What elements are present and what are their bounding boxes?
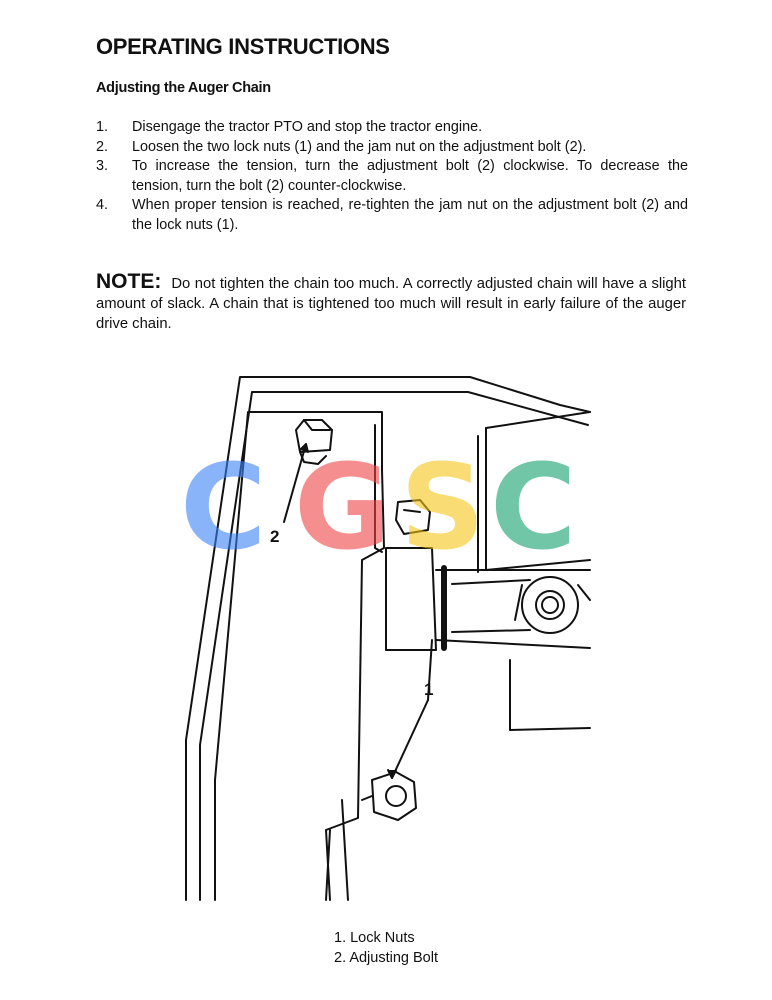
section-heading: Adjusting the Auger Chain — [96, 80, 271, 96]
watermark-letter: S — [400, 438, 485, 576]
step-number: 3. — [96, 158, 109, 175]
instruction-step: 3. To increase the tension, turn the adj… — [96, 157, 688, 196]
figure-captions: 1. Lock Nuts 2. Adjusting Bolt — [334, 928, 438, 968]
instruction-step: 2. Loosen the two lock nuts (1) and the … — [96, 138, 688, 158]
caption-adjusting-bolt: 2. Adjusting Bolt — [334, 950, 438, 966]
step-text: When proper tension is reached, re-tight… — [132, 197, 688, 233]
note-paragraph: NOTE:Do not tighten the chain too much. … — [96, 270, 686, 334]
step-number: 1. — [96, 119, 109, 135]
page-title: OPERATING INSTRUCTIONS — [96, 34, 390, 59]
callout-label-1: 1 — [424, 680, 433, 699]
instruction-steps: 1. Disengage the tractor PTO and stop th… — [96, 118, 688, 236]
instruction-step: 1. Disengage the tractor PTO and stop th… — [96, 118, 688, 138]
watermark-logo: C G S C — [180, 438, 577, 576]
auger-chain-illustration: C G S C 2 1 — [180, 376, 591, 901]
watermark-letter: G — [294, 438, 391, 576]
note-label: NOTE: — [96, 270, 162, 293]
callout-label-2: 2 — [270, 527, 279, 546]
watermark-letter: C — [490, 438, 577, 576]
step-text: To increase the tension, turn the adjust… — [132, 158, 688, 194]
watermark-letter: C — [180, 438, 267, 576]
machine-frame-drawing — [185, 376, 591, 901]
instruction-step: 4. When proper tension is reached, re-ti… — [96, 196, 688, 235]
step-number: 2. — [96, 138, 109, 155]
step-text: Loosen the two lock nuts (1) and the jam… — [132, 138, 587, 155]
note-text: Do not tighten the chain too much. A cor… — [96, 276, 686, 332]
caption-lock-nuts: 1. Lock Nuts — [334, 930, 415, 946]
step-text: Disengage the tractor PTO and stop the t… — [132, 119, 483, 135]
step-number: 4. — [96, 197, 109, 214]
